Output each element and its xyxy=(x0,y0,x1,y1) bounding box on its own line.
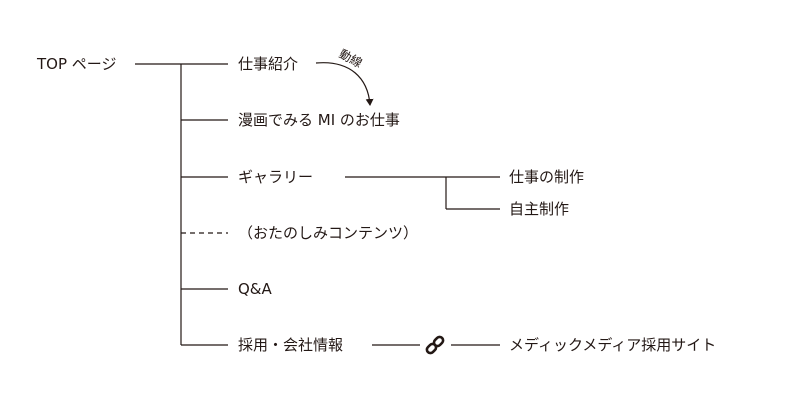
node-work: 仕事紹介 xyxy=(238,55,299,73)
root-label: TOP ページ xyxy=(37,55,117,73)
node-fun: （おたのしみコンテンツ） xyxy=(238,224,419,242)
node-gallery: ギャラリー xyxy=(238,168,314,186)
chain-link-icon xyxy=(425,335,445,355)
node-manga: 漫画でみる MI のお仕事 xyxy=(238,111,400,129)
node-gallery-personal: 自主制作 xyxy=(509,200,570,218)
node-recruit-site: メディックメディア採用サイト xyxy=(509,336,717,354)
flow-arrow xyxy=(315,62,374,106)
node-recruit: 採用・会社情報 xyxy=(238,336,344,354)
node-gallery-work: 仕事の制作 xyxy=(509,168,585,186)
node-qa: Q&A xyxy=(238,280,272,298)
